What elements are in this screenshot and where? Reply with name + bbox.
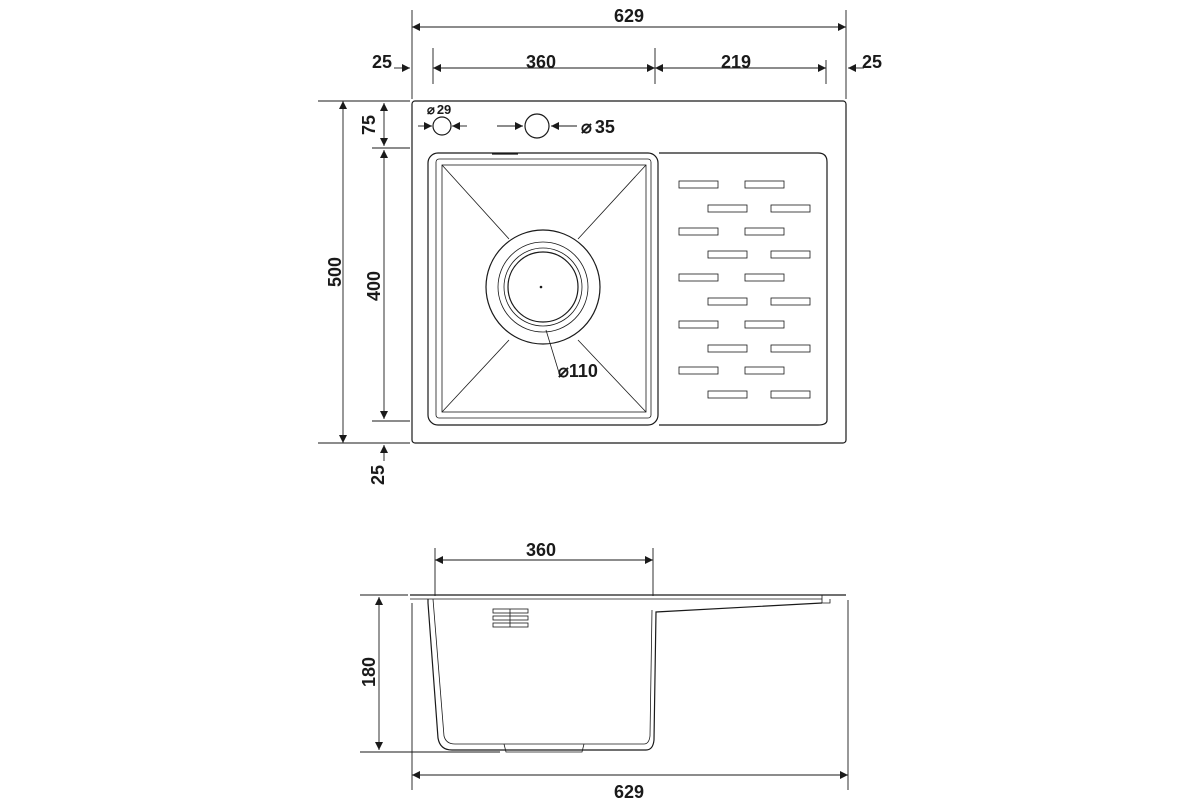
dim-back-margin: 75 bbox=[359, 115, 379, 135]
bowl-profile bbox=[427, 599, 823, 751]
svg-text:629: 629 bbox=[614, 782, 644, 800]
drainer-slots bbox=[678, 180, 811, 399]
dim-drainer-width: 219 bbox=[721, 52, 751, 72]
dim-depth-chain: 75 400 25 bbox=[359, 103, 388, 485]
drain bbox=[485, 229, 601, 377]
dim-overall-width: 629 bbox=[412, 6, 846, 31]
dim-bowl-depth: 400 bbox=[364, 271, 384, 301]
dim-width-chain: 25 360 219 25 bbox=[372, 52, 882, 72]
top-view-extension-lines bbox=[318, 10, 847, 444]
svg-text:629: 629 bbox=[614, 6, 644, 26]
dim-left-margin: 25 bbox=[372, 52, 392, 72]
bowl bbox=[427, 152, 659, 426]
drainer-board bbox=[659, 152, 828, 426]
dim-side-height: 180 bbox=[359, 597, 383, 750]
overflow-hole bbox=[418, 116, 467, 136]
drain-diameter-label: ⌀110 bbox=[558, 361, 598, 381]
dim-bowl-width: 360 bbox=[526, 52, 556, 72]
side-view: 360 180 629 bbox=[359, 540, 849, 800]
sink-outline bbox=[411, 100, 847, 444]
top-view: ⌀110 ⌀29 bbox=[318, 6, 882, 485]
dim-front-margin: 25 bbox=[368, 465, 388, 485]
svg-text:500: 500 bbox=[325, 257, 345, 287]
dim-overall-depth: 500 bbox=[325, 101, 347, 443]
tap-hole-label: ⌀35 bbox=[581, 117, 615, 137]
dim-side-bowl-width: 360 bbox=[435, 540, 653, 564]
svg-text:360: 360 bbox=[526, 540, 556, 560]
dim-side-overall-width: 629 bbox=[412, 771, 848, 800]
dim-right-margin: 25 bbox=[862, 52, 882, 72]
overflow-slots bbox=[492, 608, 529, 628]
tap-hole bbox=[497, 113, 577, 139]
side-view-extension-lines bbox=[360, 548, 849, 790]
svg-text:180: 180 bbox=[359, 657, 379, 687]
overflow-hole-label: ⌀29 bbox=[427, 102, 451, 117]
